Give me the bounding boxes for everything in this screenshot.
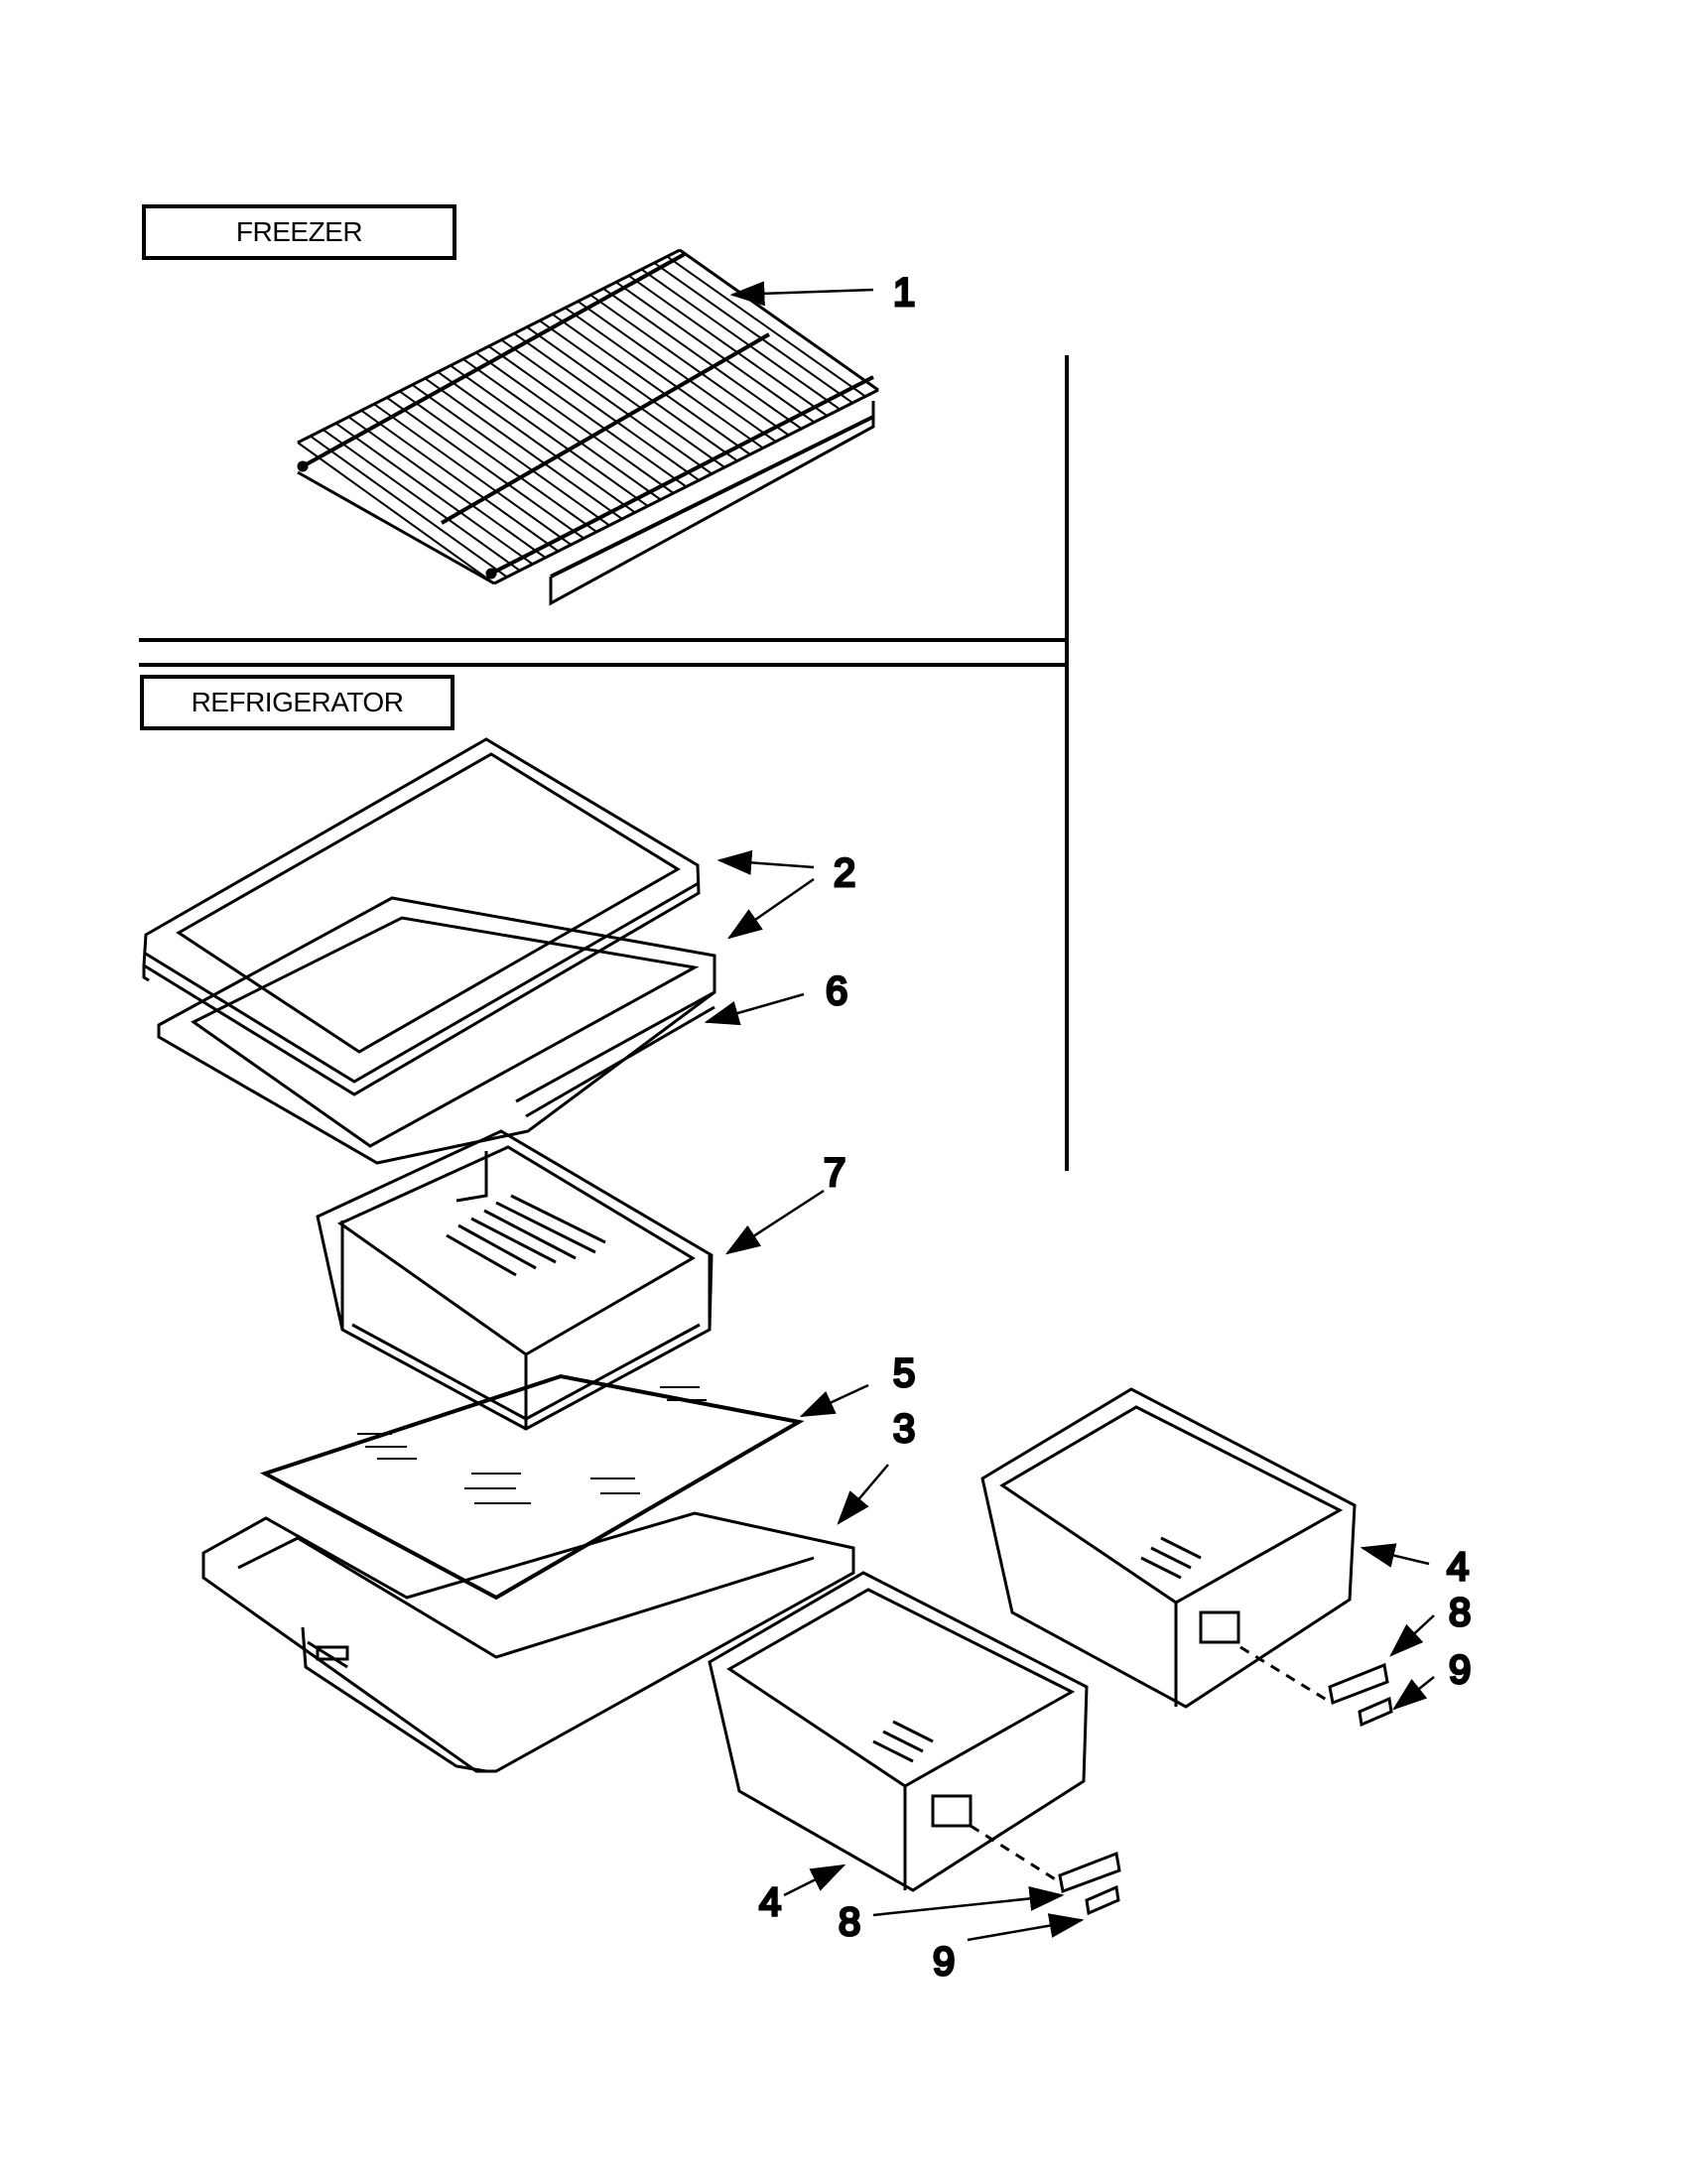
wire-shelf-slat — [552, 313, 751, 455]
callout-4-right: 4 — [1447, 1545, 1469, 1589]
wire-shelf-slat — [360, 409, 560, 553]
wire-shelf-slat — [411, 383, 610, 527]
callout-9-right: 9 — [1449, 1648, 1471, 1692]
wire-shelf-slat — [437, 371, 636, 514]
wire-shelf-slat — [513, 332, 713, 475]
wire-shelf-slat — [334, 422, 534, 566]
wire-shelf-slat — [539, 320, 738, 462]
wire-shelf-slat — [487, 345, 688, 488]
freezer-section-label: FREEZER — [142, 204, 456, 260]
wire-shelf-slat — [602, 287, 803, 430]
leader-lines — [704, 281, 1435, 1942]
wire-shelf-slat — [666, 255, 866, 398]
callout-4-left: 4 — [759, 1880, 781, 1924]
section-dividers — [139, 355, 1069, 1171]
callout-8-left: 8 — [839, 1900, 860, 1944]
label-left-drawing — [1058, 1851, 1121, 1894]
label-clip-left-drawing — [1085, 1884, 1120, 1916]
label-clip-right-drawing — [1358, 1696, 1393, 1728]
wire-shelf-slat — [310, 435, 508, 578]
label-right-drawing — [1328, 1662, 1389, 1706]
wire-shelf-slat — [577, 300, 777, 443]
wire-shelf-slat — [347, 416, 547, 559]
wire-shelf-slat — [323, 429, 521, 572]
shelf-frame-drawing — [157, 896, 716, 1165]
wire-shelf-slat — [589, 294, 790, 437]
wire-shelf-slat — [475, 351, 675, 494]
wire-shelf-slat — [399, 390, 597, 533]
callout-6: 6 — [826, 969, 847, 1013]
callout-1: 1 — [893, 271, 915, 315]
wire-shelf-slat — [462, 358, 662, 501]
crisper-frame-drawing — [201, 1511, 855, 1773]
wire-shelf-slat — [424, 377, 623, 520]
wire-shelf-slat — [628, 275, 828, 417]
glass-shelf-drawing — [142, 737, 701, 1096]
callout-3: 3 — [893, 1407, 915, 1451]
wire-shelf-slat — [615, 281, 816, 424]
callout-7: 7 — [824, 1151, 845, 1195]
crisper-drawer-left-drawing — [708, 1571, 1089, 1892]
wire-shelf-slat — [564, 307, 764, 450]
meat-drawer-drawing — [316, 1129, 714, 1431]
crisper-drawer-right-drawing — [980, 1387, 1357, 1709]
wire-shelf-slat — [653, 262, 853, 404]
wire-shelf-drawing — [297, 248, 879, 606]
wire-shelf-slat — [526, 325, 725, 468]
wire-shelf-slat — [450, 364, 649, 507]
crisper-glass-drawing — [259, 1373, 805, 1601]
wire-shelf-slat — [373, 403, 572, 546]
wire-shelf-slat — [386, 396, 584, 540]
callout-8-right: 8 — [1449, 1591, 1471, 1634]
wire-shelf-slat — [297, 442, 495, 584]
callout-2: 2 — [834, 851, 855, 895]
wire-shelf-slat — [500, 338, 700, 481]
wire-shelf-slat — [679, 249, 879, 391]
callout-9-left: 9 — [933, 1940, 955, 1984]
callout-5: 5 — [893, 1351, 915, 1395]
wire-shelf-slat — [640, 268, 841, 411]
refrigerator-section-label: REFRIGERATOR — [140, 675, 454, 730]
